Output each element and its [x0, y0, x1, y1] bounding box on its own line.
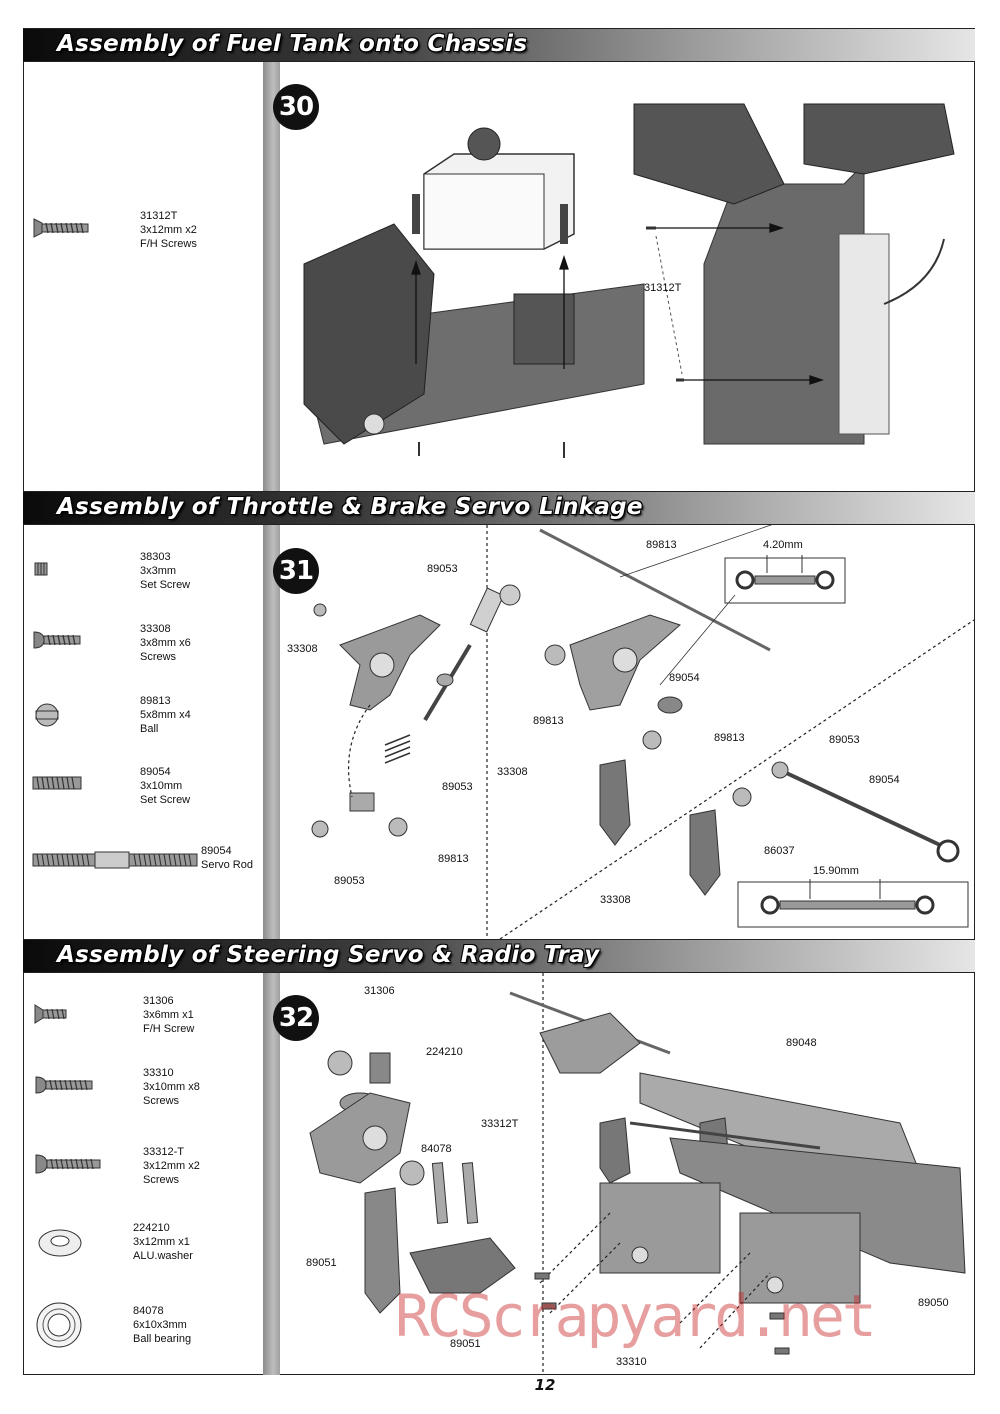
- button-head-screw-12mm-icon: [35, 1154, 101, 1174]
- part-code: 89054: [201, 845, 232, 857]
- part-code: 31312T: [140, 210, 178, 222]
- callout-31-7: 89054: [669, 672, 700, 684]
- callout-31-14: 33308: [600, 894, 631, 906]
- callout-32-9: 33310: [616, 1356, 647, 1368]
- dimension-15-90mm: 15.90mm: [813, 865, 859, 877]
- part-size: 3x12mm x2: [143, 1160, 200, 1172]
- callout-31-9: 33308: [497, 766, 528, 778]
- callout-32-4: 84078: [421, 1143, 452, 1155]
- callout-32-2: 224210: [426, 1046, 463, 1058]
- part-desc: ALU.washer: [133, 1250, 193, 1262]
- callout-32-1: 31306: [364, 985, 395, 997]
- watermark: RCScrapyard.net: [395, 1282, 877, 1350]
- part-size: 3x12mm x2: [140, 224, 197, 236]
- part-33308: 33308 3x8mm x6 Screws: [140, 622, 191, 664]
- part-size: 3x3mm: [140, 565, 177, 577]
- part-size: 6x10x3mm: [133, 1319, 187, 1331]
- callout-31-12: 89054: [869, 774, 900, 786]
- part-code: 89813: [140, 695, 171, 707]
- callout-31-13: 86037: [764, 845, 795, 857]
- part-desc: F/H Screw: [143, 1023, 195, 1035]
- steering-servo-radio-tray-diagram: [309, 973, 966, 1375]
- section-header-31: Assembly of Throttle & Brake Servo Linka…: [23, 491, 975, 525]
- page-number: 12: [534, 1376, 556, 1394]
- alu-washer-icon: [38, 1229, 82, 1257]
- part-desc: Set Screw: [140, 579, 191, 591]
- part-89813: 89813 5x8mm x4 Ball: [140, 694, 191, 736]
- callout-31312T: 31312T: [644, 282, 682, 294]
- part-desc: Servo Rod: [201, 859, 253, 871]
- part-33310: 33310 3x10mm x8 Screws: [143, 1066, 200, 1108]
- callout-32-6: 89051: [450, 1338, 481, 1350]
- separator-bar-32: [263, 973, 280, 1375]
- part-desc: Ball: [140, 723, 159, 735]
- part-desc: Ball bearing: [133, 1333, 192, 1345]
- part-code: 33312-T: [143, 1146, 184, 1158]
- fh-screw-short-icon: [34, 1004, 67, 1024]
- part-size: 3x10mm x8: [143, 1081, 200, 1093]
- callout-31-6: 89813: [646, 539, 677, 551]
- part-size: 3x10mm: [140, 780, 183, 792]
- callout-31-4: 89813: [438, 853, 469, 865]
- callout-31-5: 89053: [334, 875, 365, 887]
- part-33312-T: 33312-T 3x12mm x2 Screws: [143, 1145, 200, 1187]
- callout-32-8: 89050: [918, 1297, 949, 1309]
- section-title-30: Assembly of Fuel Tank onto Chassis: [57, 31, 528, 57]
- part-89054-servo-rod: 89054 Servo Rod: [201, 844, 253, 872]
- callout-31-8: 89813: [533, 715, 564, 727]
- part-code: 38303: [140, 551, 171, 563]
- part-84078: 84078 6x10x3mm Ball bearing: [133, 1304, 191, 1346]
- servo-linkage-diagram: [311, 525, 974, 939]
- step-number-32: 32: [273, 995, 319, 1041]
- callout-32-5: 89051: [306, 1257, 337, 1269]
- callout-32-7: 89048: [786, 1037, 817, 1049]
- dimension-4-20mm: 4.20mm: [763, 539, 803, 551]
- callout-31-11: 89053: [829, 734, 860, 746]
- callout-31-1: 89053: [427, 563, 458, 575]
- callout-31-3: 89053: [442, 781, 473, 793]
- part-code: 84078: [133, 1305, 164, 1317]
- ball-icon: [35, 703, 59, 727]
- set-screw-long-icon: [32, 776, 82, 790]
- part-desc: F/H Screws: [140, 238, 197, 250]
- fh-screw-icon: [33, 218, 89, 238]
- part-desc: Screws: [143, 1095, 180, 1107]
- part-desc: Set Screw: [140, 794, 191, 806]
- callout-31-10: 89813: [714, 732, 745, 744]
- part-89054-set-screw: 89054 3x10mm Set Screw: [140, 765, 190, 807]
- part-size: 3x6mm x1: [143, 1009, 194, 1021]
- section-title-31: Assembly of Throttle & Brake Servo Linka…: [57, 494, 643, 520]
- servo-rod-icon: [32, 851, 198, 869]
- part-31312T: 31312T 3x12mm x2 F/H Screws: [140, 209, 197, 251]
- section-header-30: Assembly of Fuel Tank onto Chassis: [23, 28, 975, 62]
- part-size: 3x12mm x1: [133, 1236, 190, 1248]
- part-desc: Screws: [140, 651, 177, 663]
- part-desc: Screws: [143, 1174, 180, 1186]
- step-number-30: 30: [273, 84, 319, 130]
- part-code: 31306: [143, 995, 174, 1007]
- part-31306: 31306 3x6mm x1 F/H Screw: [143, 994, 194, 1036]
- section-title-32: Assembly of Steering Servo & Radio Tray: [57, 942, 600, 968]
- part-code: 89054: [140, 766, 171, 778]
- part-size: 3x8mm x6: [140, 637, 191, 649]
- part-code: 33310: [143, 1067, 174, 1079]
- section-header-32: Assembly of Steering Servo & Radio Tray: [23, 939, 975, 973]
- chassis-fuel-tank-diagram: [303, 103, 955, 458]
- button-head-screw-icon: [33, 631, 81, 649]
- step-number-31: 31: [273, 548, 319, 594]
- separator-bar-30: [263, 62, 280, 491]
- ball-bearing-icon: [36, 1302, 82, 1348]
- part-224210: 224210 3x12mm x1 ALU.washer: [133, 1221, 193, 1263]
- part-code: 33308: [140, 623, 171, 635]
- part-38303: 38303 3x3mm Set Screw: [140, 550, 190, 592]
- separator-bar-31: [263, 525, 280, 939]
- button-head-screw-10mm-icon: [35, 1076, 93, 1094]
- callout-32-3: 33312T: [481, 1118, 519, 1130]
- callout-31-2: 33308: [287, 643, 318, 655]
- part-size: 5x8mm x4: [140, 709, 191, 721]
- part-code: 224210: [133, 1222, 170, 1234]
- set-screw-icon: [34, 562, 48, 576]
